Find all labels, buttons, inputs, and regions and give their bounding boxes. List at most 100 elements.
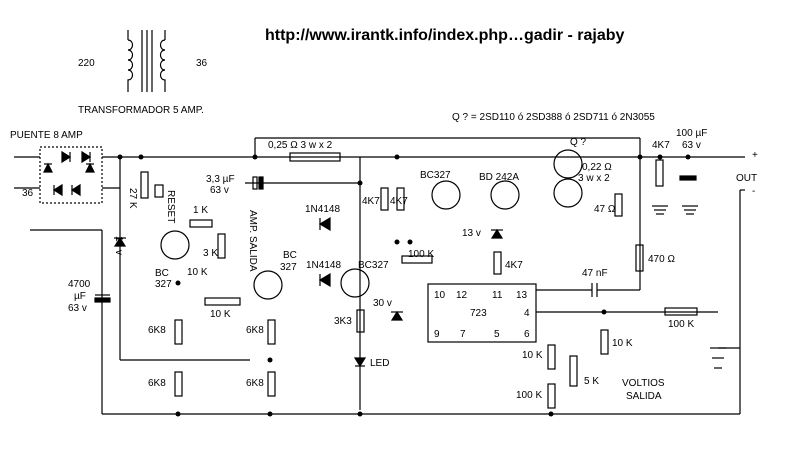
- r-6k8-d: 6K8: [246, 378, 264, 389]
- out-minus: -: [752, 186, 755, 197]
- transistor-note: Q ? = 2SD110 ó 2SD388 ó 2SD711 ó 2N3055: [452, 112, 655, 123]
- pin-4: 4: [524, 308, 530, 319]
- pin-6: 6: [524, 329, 530, 340]
- r-10k-d: 10 K: [522, 350, 543, 361]
- resistor-100k-c: [547, 383, 556, 409]
- led: [353, 357, 367, 368]
- r-3k3: 3K3: [334, 316, 352, 327]
- pin-11: 11: [492, 290, 503, 301]
- bc327-2-a: BC: [283, 250, 297, 261]
- resistor-4k7-2: [396, 187, 405, 211]
- reset-button[interactable]: [154, 184, 164, 198]
- resistor-6k8-3: [174, 371, 183, 397]
- r-47: 47 Ω: [594, 204, 616, 215]
- r-1k: 1 K: [193, 205, 208, 216]
- pin-10: 10: [434, 290, 446, 301]
- transistor-bc327-4: [431, 180, 461, 210]
- r-10k-c: 10 K: [612, 338, 633, 349]
- c-100u: 100 µF: [676, 128, 707, 139]
- resistor-100k-a: [401, 255, 433, 264]
- power-transistor-2: [553, 178, 583, 208]
- r-4k7-a: 4K7: [362, 196, 380, 207]
- bd242-label: BD 242A: [479, 172, 519, 183]
- zener-30v: [390, 310, 404, 321]
- zener-15-label: 15 v: [113, 236, 124, 255]
- header-url: http://www.irantk.info/index.php…gadir -…: [265, 27, 625, 44]
- potentiometer-5k[interactable]: [569, 355, 578, 387]
- r-27k: 27 K: [127, 188, 138, 209]
- r-10k-b: 10 K: [210, 309, 231, 320]
- pin-7: 7: [460, 329, 466, 340]
- ic-723: [427, 283, 537, 343]
- transistor-bd242a: [490, 180, 520, 210]
- pot-3k: 3 K: [203, 248, 218, 259]
- cap-3u3-label: 3,3 µF: [206, 174, 235, 185]
- resistor-10k-b: [204, 297, 241, 306]
- pin-9: 9: [434, 329, 440, 340]
- resistor-4k7-3: [493, 251, 502, 275]
- r-6k8-c: 6K8: [148, 378, 166, 389]
- pin-5: 5: [494, 329, 500, 340]
- bc327-3: BC327: [358, 260, 389, 271]
- primary-voltage: 220: [78, 58, 95, 69]
- pot-5k: 5 K: [584, 376, 599, 387]
- amp-salida: AMP. SALIDA: [247, 210, 258, 272]
- q-label: Q ?: [570, 137, 587, 148]
- r-6k8-a: 6K8: [148, 325, 166, 336]
- resistor-10k-d: [547, 344, 556, 370]
- transformer: 220 36 TRANSFORMADOR 5 AMP.: [78, 30, 208, 116]
- shunt-resistor: [289, 152, 341, 162]
- secondary-voltage: 36: [196, 58, 208, 69]
- r-100k-a: 100 K: [408, 249, 434, 260]
- cap-4700: [94, 297, 111, 303]
- bc327-1-a: BC: [155, 268, 169, 279]
- bridge-input: 36: [22, 188, 34, 199]
- resistor-4k7-1: [380, 187, 389, 211]
- bridge-rectifier: PUENTE 8 AMP 36: [10, 130, 103, 204]
- r-470: 470 Ω: [648, 254, 675, 265]
- r-100k-c: 100 K: [516, 390, 542, 401]
- shunt-label: 0,25 Ω 3 w x 2: [268, 140, 333, 151]
- resistor-1k: [189, 219, 213, 228]
- bc327-1-b: 327: [155, 279, 172, 290]
- resistor-4k7-out: [655, 159, 664, 187]
- resistor-6k8-1: [174, 319, 183, 345]
- r-4k7-out: 4K7: [652, 140, 670, 151]
- salida: SALIDA: [626, 391, 662, 402]
- potentiometer-3k: [217, 233, 226, 259]
- transistor-bc327-1: [160, 230, 190, 260]
- resistor-470: [635, 244, 644, 272]
- bc327-2-b: 327: [280, 262, 297, 273]
- r-022: 0,22 Ω: [582, 162, 612, 173]
- voltios: VOLTIOS: [622, 378, 665, 389]
- transistor-bc327-3: [340, 268, 370, 298]
- resistor-6k8-2: [267, 319, 276, 345]
- cap-100u: [679, 175, 697, 181]
- diode-1n4148-1: [318, 216, 331, 232]
- r-10k-a: 10 K: [187, 267, 208, 278]
- diode-1n4148-2: [318, 272, 331, 288]
- r-100k-b: 100 K: [668, 319, 694, 330]
- c4700-uf: µF: [74, 291, 86, 302]
- resistor-3k3: [356, 309, 365, 333]
- c4700-v: 63 v: [68, 303, 87, 314]
- ic-label: 723: [470, 308, 487, 319]
- r-4k7-b: 4K7: [390, 196, 408, 207]
- resistor-6k8-4: [267, 371, 276, 397]
- wiring: [30, 137, 745, 415]
- r-6k8-b: 6K8: [246, 325, 264, 336]
- c-100u-v: 63 v: [682, 140, 701, 151]
- d2-label: 1N4148: [306, 260, 341, 271]
- zener-13-label: 13 v: [462, 228, 481, 239]
- r-4k7-c: 4K7: [505, 260, 523, 271]
- bc327-4: BC327: [420, 170, 451, 181]
- resistor-27k: [140, 171, 149, 199]
- transistor-bc327-2: [253, 270, 283, 300]
- pin-13: 13: [516, 290, 528, 301]
- cap-3u3: [252, 176, 258, 190]
- bridge-label: PUENTE 8 AMP: [10, 130, 83, 141]
- resistor-100k-b: [664, 307, 698, 316]
- cap-3u3-v: 63 v: [210, 185, 229, 196]
- c-47n: 47 nF: [582, 268, 608, 279]
